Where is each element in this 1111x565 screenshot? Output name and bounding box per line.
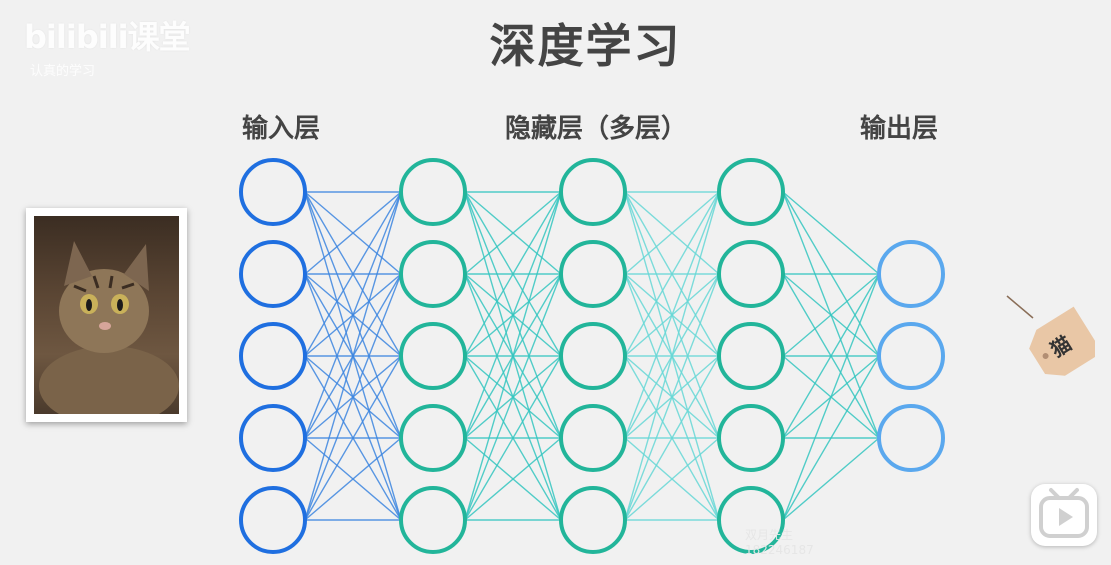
watermark-name: 双月先生 bbox=[745, 526, 814, 543]
tv-play-icon bbox=[1031, 484, 1097, 546]
neuron-layer4-4 bbox=[719, 406, 783, 470]
neuron-layer4-1 bbox=[719, 160, 783, 224]
neuron-layer3-4 bbox=[561, 406, 625, 470]
neuron-layer3-1 bbox=[561, 160, 625, 224]
neuron-layer1-2 bbox=[241, 242, 305, 306]
neuron-layer2-1 bbox=[401, 160, 465, 224]
neuron-layer1-1 bbox=[241, 160, 305, 224]
neuron-layer2-4 bbox=[401, 406, 465, 470]
neuron-layer1-3 bbox=[241, 324, 305, 388]
uploader-watermark: 双月先生 182246187 bbox=[745, 526, 814, 557]
neuron-layer3-5 bbox=[561, 488, 625, 552]
neuron-layer5-2 bbox=[879, 324, 943, 388]
edge-l4-5-3 bbox=[783, 438, 879, 520]
neuron-layer5-1 bbox=[879, 242, 943, 306]
neuron-layer3-2 bbox=[561, 242, 625, 306]
neuron-layer4-3 bbox=[719, 324, 783, 388]
watermark-id: 182246187 bbox=[745, 543, 814, 557]
neuron-layer2-5 bbox=[401, 488, 465, 552]
neuron-layer2-3 bbox=[401, 324, 465, 388]
neuron-layer5-3 bbox=[879, 406, 943, 470]
neuron-layer3-3 bbox=[561, 324, 625, 388]
neuron-layer1-4 bbox=[241, 406, 305, 470]
bilibili-play-button[interactable] bbox=[1031, 484, 1097, 546]
edge-l4-1-1 bbox=[783, 192, 879, 274]
neuron-layer2-2 bbox=[401, 242, 465, 306]
edge-l4-5-1 bbox=[783, 274, 879, 520]
neuron-layer4-2 bbox=[719, 242, 783, 306]
neuron-layer1-5 bbox=[241, 488, 305, 552]
